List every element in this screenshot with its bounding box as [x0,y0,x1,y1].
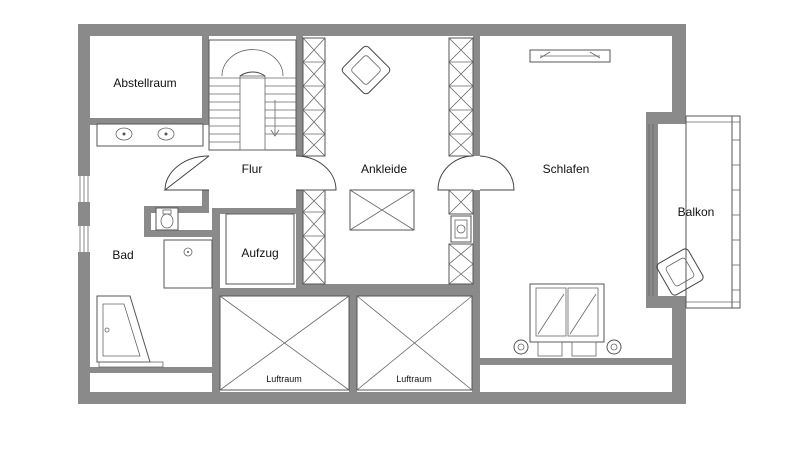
armchair-icon [656,248,704,296]
bed-icon [529,283,605,357]
door-swing-flur-left [163,155,210,191]
label-luftraum-right: Luftraum [396,374,432,384]
shelving-right-lower [448,189,474,285]
shelving-right [448,37,474,157]
interior-walls [90,36,673,392]
door-swing-ankleide [479,155,515,191]
label-abstellraum: Abstellraum [113,76,176,90]
label-balkon: Balkon [678,205,715,219]
door-swing-ankleide-left [437,155,474,191]
nightstand-left [513,339,529,355]
staircase [208,39,297,151]
label-bad: Bad [112,248,133,262]
label-aufzug: Aufzug [241,246,278,260]
label-ankleide: Ankleide [361,162,407,176]
double-sink [96,123,204,147]
bathtub-icon [96,295,164,368]
door-swing-flur-right [295,155,337,191]
shelving-left [302,37,326,157]
shower [163,239,213,289]
void-left [219,295,350,391]
label-luftraum-left: Luftraum [266,374,302,384]
balcony [685,115,741,309]
label-flur: Flur [242,162,263,176]
void-right [356,295,473,391]
wall-lamp [529,49,611,63]
shelving-left-lower [302,189,326,285]
toilet-icon [155,207,179,231]
label-schlafen: Schlafen [543,162,590,176]
ottoman [349,189,415,231]
nightstand-right [606,339,622,355]
armchair-icon [341,45,391,95]
